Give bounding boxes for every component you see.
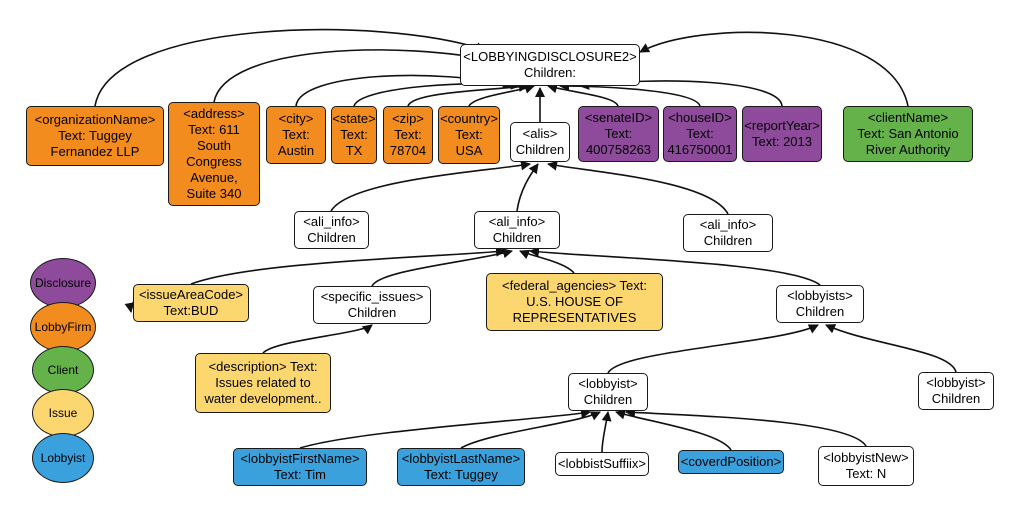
node-specific-issues: <specific_issues> Children <box>313 286 431 324</box>
node-lobbyist-first-name: <lobbyistFirstName> Text: Tim <box>233 448 367 486</box>
node-ali-info-center: <ali_info> Children <box>474 211 560 249</box>
node-zip: <zip> Text: 78704 <box>383 106 433 164</box>
edge-organization-root <box>94 28 486 107</box>
node-alis: <alis> Children <box>510 122 570 162</box>
node-federal-agencies: <federal_agencies> Text: U.S. HOUSE OF R… <box>486 273 663 331</box>
edge-client-root <box>639 31 909 107</box>
node-state: <state> Text: TX <box>331 106 377 164</box>
edge-suffix-lobbyist <box>601 411 612 453</box>
node-lobbyingdisclosure2: <LOBBYINGDISCLOSURE2> Children: <box>460 44 640 86</box>
legend-lobbyfirm: LobbyFirm <box>30 302 96 352</box>
legend-client: Client <box>32 346 94 394</box>
edge-country-root <box>468 83 535 107</box>
edge-ali-center-alis <box>516 163 539 212</box>
node-organization-name: <organizationName> Text: Tuggey Fernande… <box>26 106 164 166</box>
node-coverd-position: <coverdPosition> <box>678 450 784 474</box>
node-lobbyist-new: <lobbyistNew> Text: N <box>818 446 914 486</box>
node-ali-info-right: <ali_info> Children <box>683 214 773 252</box>
node-country: <country> Text: USA <box>438 106 500 164</box>
edge-lobbyist-main-lobbyists <box>607 324 819 374</box>
edge-new-lobbyist <box>625 407 867 447</box>
node-city: <city> Text: Austin <box>266 106 326 164</box>
edge-federal-ali <box>519 249 575 274</box>
node-lobbyist-right: <lobbyist> Children <box>918 372 994 410</box>
node-lobbyist-main: <lobbyist> Children <box>568 373 648 411</box>
edge-lobbyist-right-lobbyists <box>825 324 957 373</box>
edge-senate-root <box>547 83 619 107</box>
edge-address-root <box>213 49 501 103</box>
node-lobbist-suffix: <lobbistSuffiix> <box>555 452 649 476</box>
edge-specific-ali <box>371 248 513 287</box>
legend-lobbyist: Lobbyist <box>32 433 94 483</box>
edge-first-lobbyist <box>299 408 591 449</box>
node-lobbyist-last-name: <lobbyistLastName> Text: Tuggey <box>397 448 525 486</box>
node-ali-info-left: <ali_info> Children <box>294 211 369 249</box>
edge-ali-right-alis <box>547 160 729 215</box>
edge-zip-root <box>407 81 529 107</box>
edge-covered-lobbyist <box>615 409 732 451</box>
edge-last-lobbyist <box>460 411 601 449</box>
legend-issue: Issue <box>32 389 94 437</box>
edge-lobbyists-ali <box>529 246 821 286</box>
node-issue-area-code: <issueAreaCode> Text:BUD <box>133 284 249 322</box>
edge-ali-left-alis <box>330 160 531 212</box>
node-report-year: <reportYear> Text: 2013 <box>742 106 822 162</box>
edge-description-specific <box>262 324 373 354</box>
legend-disclosure: Disclosure <box>30 258 96 308</box>
edge-issue-area-ali <box>190 246 506 285</box>
node-house-id: <houseID> Text: 416750001 <box>663 106 737 162</box>
node-senate-id: <senateID> Text: 400758263 <box>578 106 659 162</box>
node-lobbyists: <lobbyists> Children <box>776 285 864 323</box>
node-description: <description> Text: Issues related to wa… <box>195 353 331 413</box>
node-client-name: <clientName> Text: San Antonio River Aut… <box>843 106 973 162</box>
node-address: <address> Text: 611 South Congress Avenu… <box>168 102 260 206</box>
edge-house-root <box>559 81 701 107</box>
